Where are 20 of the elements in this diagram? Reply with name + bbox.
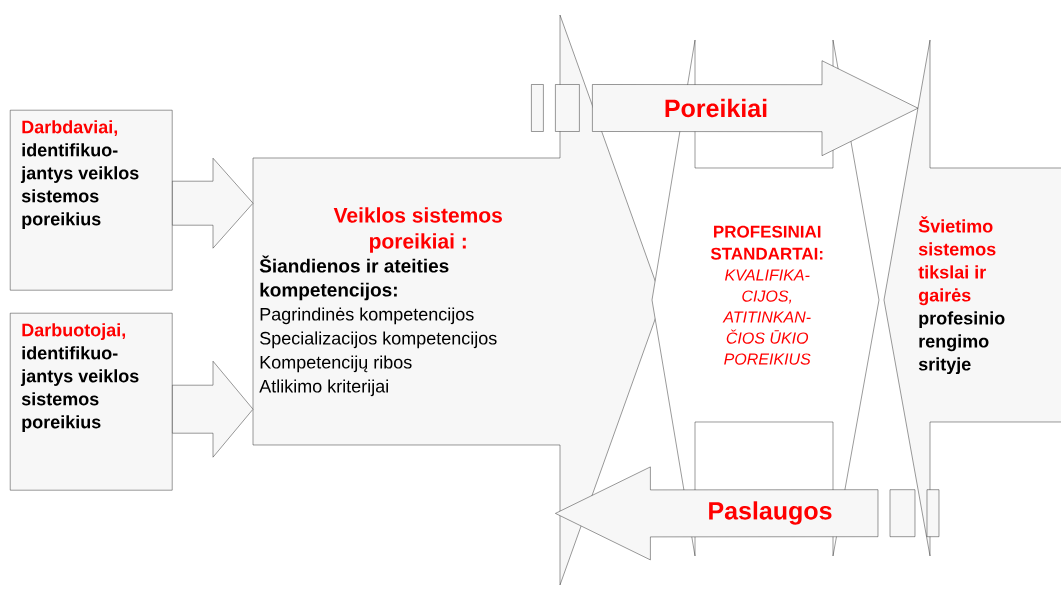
block-arrow [172, 361, 254, 458]
list-item: Pagrindinės kompetencijos [260, 307, 474, 325]
callout-heading: Veiklos sistemos poreikiai : [333, 207, 502, 253]
box-text: identifikuo-jantys veiklos sistemos poreikius [20, 346, 139, 432]
edge-label: Paslaugos [706, 500, 834, 526]
info-box [10, 313, 173, 491]
callout-heading: Švietimo sistemos tikslai ir gairės [918, 216, 996, 306]
block-arrow [172, 158, 254, 249]
list-item: Kompetencijų ribos [260, 355, 412, 373]
callout-heading: PROFESINIAI STANDARTAI: [710, 225, 823, 260]
box-heading: Darbdaviai, [22, 120, 118, 137]
info-box [10, 110, 173, 291]
callout-subheading: Šiandienos ir ateities kompetencijos: [259, 255, 449, 301]
callout-text: KVALIFIKA-CIJOS, ATITINKAN-ČIOS ŪKIO POREIKIUS [722, 269, 811, 365]
box-text: identifikuo-jantys veiklos sistemos poreikius [20, 143, 139, 229]
block-arrow [531, 60, 919, 156]
box-heading: Darbuotojai, [22, 323, 125, 340]
list-item: Specializacijos kompetencijos [260, 331, 497, 349]
list-item: Atlikimo kriterijai [259, 379, 388, 397]
callout-text: profesinio rengimo srityje [918, 311, 1005, 375]
